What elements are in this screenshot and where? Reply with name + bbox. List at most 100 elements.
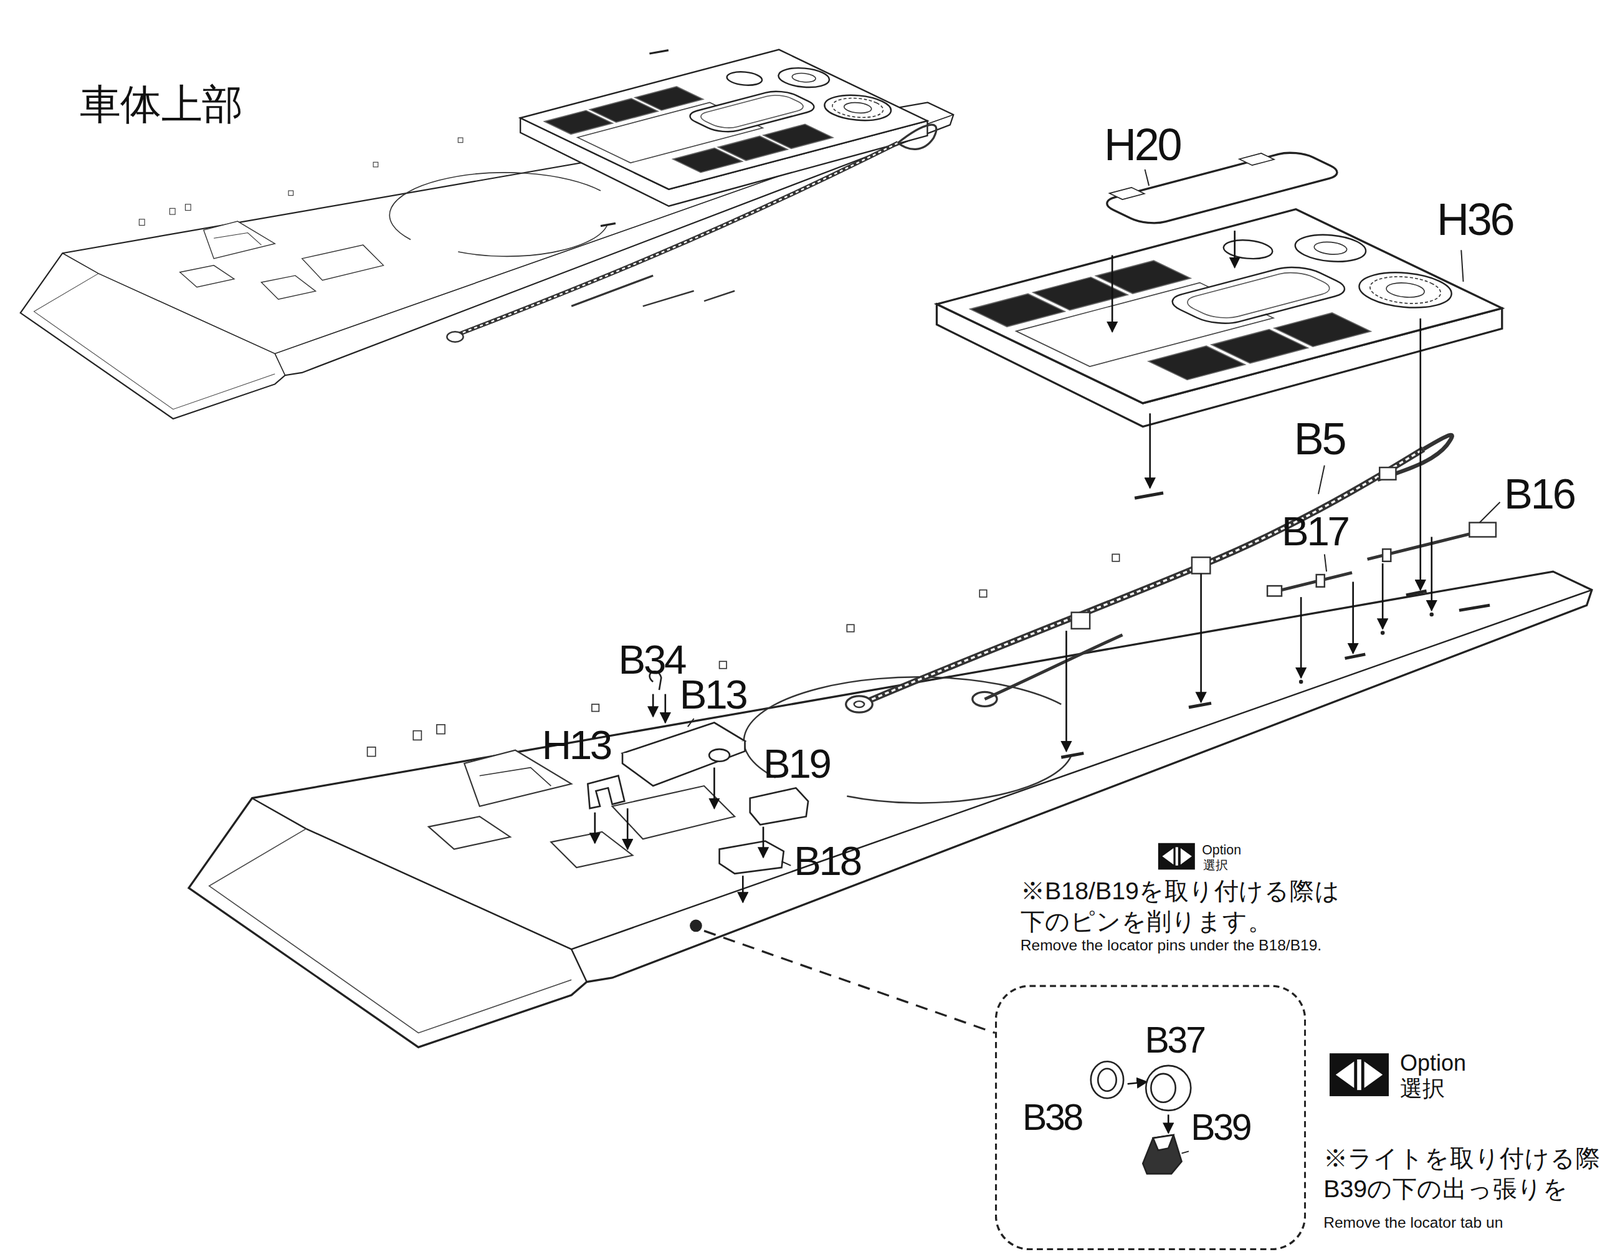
drawing-path	[1377, 434, 1453, 480]
drawing-path	[750, 787, 809, 825]
drawing-path	[626, 808, 629, 850]
drawing-rect	[1316, 574, 1325, 587]
drawing-ellipse	[1150, 1073, 1176, 1103]
drawing-path	[1461, 249, 1463, 282]
part-number: H36	[1436, 196, 1513, 242]
drawing-path	[1142, 1134, 1182, 1174]
drawing-path	[781, 861, 792, 866]
drawing-path	[571, 275, 653, 306]
detail-leader	[704, 930, 996, 1034]
drawing-ellipse	[854, 700, 865, 708]
drawing-path	[1324, 553, 1327, 572]
drawing-path	[897, 124, 937, 149]
assembly-arrows	[595, 230, 1432, 1133]
drawing-ellipse	[709, 748, 730, 762]
section-title: 車体上部	[79, 83, 243, 125]
part-number: B34	[618, 638, 685, 680]
drawing-path	[1273, 572, 1353, 592]
part-number: H20	[1104, 122, 1181, 168]
drawing-path	[1233, 230, 1236, 268]
drawing-rect	[1329, 1052, 1389, 1096]
drawing-use	[20, 50, 954, 419]
part-number: H13	[542, 724, 611, 766]
drawing-rect	[1071, 612, 1090, 629]
option-label: 選択	[1203, 859, 1228, 872]
part-number: B19	[763, 742, 830, 784]
assembly-note: Remove the locator pins under the B18/B1…	[1020, 936, 1322, 953]
drawing-use	[936, 209, 1502, 427]
part-number: B39	[1190, 1109, 1250, 1146]
drawing-rect	[1469, 522, 1496, 538]
drawing-path	[642, 290, 735, 307]
drawing-ellipse	[1090, 1061, 1124, 1098]
part-number: B13	[679, 673, 747, 715]
drawing-path	[1479, 502, 1501, 523]
assembled-hull	[20, 50, 954, 419]
drawing-rect	[1191, 557, 1210, 574]
option-label: Option	[1201, 842, 1242, 857]
drawing-path	[1300, 596, 1303, 678]
drawing-path	[457, 142, 899, 335]
drawing-path	[1167, 1114, 1170, 1133]
drawing-rect	[1175, 846, 1179, 865]
drawing-path	[1145, 169, 1150, 186]
drawing-rect	[1239, 153, 1275, 166]
drawing-rect	[1158, 842, 1196, 870]
part-number: B17	[1281, 510, 1349, 552]
drawing-path	[1352, 581, 1354, 654]
assembly-note: ※ライトを取り付ける際 B39の下の出っ張りを	[1323, 1142, 1600, 1204]
option-label: 選択	[1400, 1077, 1445, 1100]
drawing-path	[1335, 1061, 1354, 1088]
drawing-path	[762, 826, 765, 858]
option-label: Option	[1400, 1052, 1467, 1075]
drawing-path	[1127, 1081, 1148, 1084]
part-number: B18	[793, 839, 861, 881]
drawing-path	[713, 767, 716, 809]
drawing-path	[719, 841, 784, 874]
drawing-circle	[1145, 1065, 1191, 1111]
drawing-ellipse	[846, 695, 873, 713]
option-icon	[1329, 1052, 1389, 1096]
detail-point	[689, 919, 703, 933]
assembled-deck	[520, 49, 928, 207]
drawing-rect	[1109, 187, 1145, 200]
drawing-path	[664, 694, 667, 723]
assembled-cable	[446, 124, 937, 342]
drawing-path	[1200, 573, 1202, 702]
drawing-use	[520, 49, 928, 207]
drawing-path	[622, 740, 746, 786]
drawing-path	[1381, 563, 1384, 629]
drawing-rect	[1379, 467, 1396, 480]
lamp-parts	[1090, 1061, 1192, 1174]
detail-inset: B37B38 B39	[995, 984, 1307, 1250]
drawing-path	[1419, 318, 1422, 591]
drawing-path	[652, 694, 655, 717]
drawing-use	[188, 492, 1592, 1047]
drawing-path	[865, 449, 1424, 703]
part-number: B5	[1294, 416, 1346, 462]
drawing-path	[1065, 630, 1068, 751]
drawing-path	[457, 142, 899, 335]
drawing-ellipse	[1097, 1068, 1116, 1091]
drawing-path	[1181, 1150, 1189, 1153]
drawing-rect	[1267, 585, 1282, 596]
drawing-rect	[1382, 548, 1391, 562]
drawing-path	[984, 634, 1123, 700]
assembly-note: Remove the locator tab un	[1323, 1214, 1503, 1230]
part-number: B16	[1504, 472, 1575, 516]
drawing-path	[1153, 1134, 1174, 1151]
assembly-note: ※B18/B19を取り付ける際は 下のピンを削ります。	[1020, 875, 1358, 937]
drawing-path	[1430, 536, 1433, 610]
drawing-path	[1148, 413, 1151, 488]
drawing-path	[1111, 254, 1114, 332]
drawing-path	[687, 718, 695, 727]
drawing-rect	[1357, 1059, 1362, 1090]
part-number: B38	[1022, 1099, 1082, 1136]
option-icon	[1158, 842, 1196, 870]
drawing-path	[1180, 847, 1192, 865]
drawing-path	[1364, 1061, 1383, 1088]
part-number: B37	[1145, 1021, 1205, 1058]
leader-lines	[687, 169, 1501, 1154]
drawing-path	[742, 875, 744, 903]
